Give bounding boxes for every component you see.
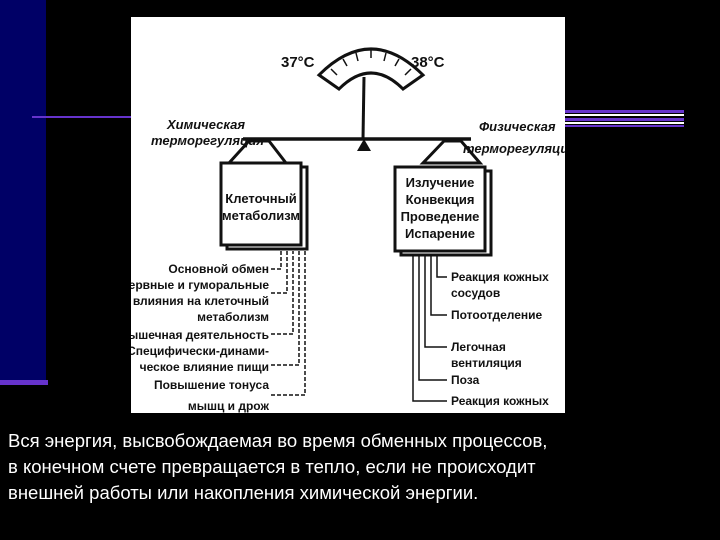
- right-factor-4: Легочная: [451, 340, 506, 354]
- temp-37-label: 37°C: [281, 54, 315, 71]
- heat-transfer-box: [393, 165, 487, 253]
- right-factor-6: Поза: [451, 373, 480, 387]
- thermoregulation-diagram: 37°C 38°C Химическая терморегуляция Физи…: [131, 47, 565, 413]
- physical-label-line2: терморегуляция: [463, 141, 565, 156]
- left-factor-6: Специфически-динами-: [131, 344, 269, 358]
- left-factor-5: Мышечная деятельность: [131, 328, 269, 342]
- thermoregulation-figure: 37°C 38°C Химическая терморегуляция Физи…: [131, 17, 565, 413]
- thermometer-dial: [316, 47, 426, 91]
- right-scale-pan: [419, 139, 484, 165]
- chemical-label-line1: Химическая: [166, 117, 245, 132]
- right-box-line2: Конвекция: [406, 192, 475, 207]
- stripe-4: [556, 122, 684, 124]
- right-box-line1: Излучение: [406, 175, 475, 190]
- caption-line-3: внешней работы или накопления химической…: [8, 482, 479, 503]
- left-band-underline: [0, 380, 48, 385]
- right-factor-2: сосудов: [451, 286, 500, 300]
- right-box-line3: Проведение: [401, 209, 480, 224]
- stripe-5: [556, 125, 684, 127]
- dial-ticks: [330, 50, 412, 76]
- left-factor-3: влияния на клеточный: [133, 294, 269, 308]
- decorative-purple-line: [32, 116, 150, 118]
- left-box-line2: метаболизм: [222, 208, 300, 223]
- left-factor-7: ческое влияние пищи: [140, 360, 269, 374]
- left-box-line1: Клеточный: [225, 191, 296, 206]
- stripe-1: [556, 110, 684, 113]
- right-factor-5: вентиляция: [451, 356, 522, 370]
- slide-caption: Вся энергия, высвобождаемая во время обм…: [8, 428, 713, 506]
- left-decorative-band: [0, 0, 46, 383]
- caption-line-2: в конечном счете превращается в тепло, е…: [8, 456, 536, 477]
- right-factor-7: Реакция кожных: [451, 394, 549, 408]
- cell-metabolism-box: [219, 161, 303, 247]
- physical-label-line1: Физическая: [479, 119, 556, 134]
- right-factor-3: Потоотделение: [451, 308, 543, 322]
- left-factor-1: Основной обмен: [168, 262, 269, 276]
- left-factor-8: Повышение тонуса: [154, 378, 269, 392]
- left-factor-2: Нервные и гуморальные: [131, 278, 269, 292]
- stripe-3: [556, 118, 684, 121]
- right-factor-1: Реакция кожных: [451, 270, 549, 284]
- gauge-needle: [361, 76, 366, 140]
- decorative-right-stripes: [556, 110, 684, 128]
- left-factor-9: мышц и дрож: [188, 399, 270, 413]
- right-box-line4: Испарение: [405, 226, 475, 241]
- right-connector-lines: [412, 255, 447, 402]
- caption-line-1: Вся энергия, высвобождаемая во время обм…: [8, 430, 548, 451]
- stripe-2: [556, 114, 684, 116]
- left-factor-4: метаболизм: [197, 310, 269, 324]
- balance-fulcrum: [357, 139, 371, 151]
- temp-38-label: 38°C: [411, 54, 445, 71]
- chemical-label-line2: терморегуляция: [151, 133, 264, 148]
- left-connector-lines: [271, 251, 306, 396]
